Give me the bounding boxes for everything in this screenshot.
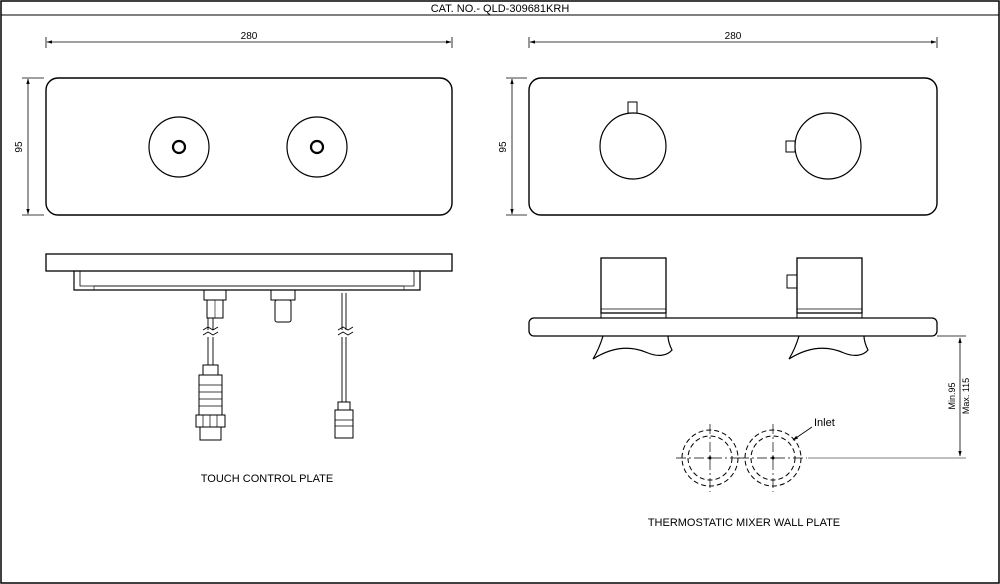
flow-knob [794,112,862,180]
touch-plate-backbox [73,271,421,291]
left-cable-plug [198,374,223,416]
temperature-knob-profile [600,257,667,314]
inlet-label: Inlet [814,417,835,429]
left-valve-body-break [592,335,673,360]
mixer-plate-front-view: 280 95 [498,31,938,216]
inlet-detail: Inlet [676,417,966,492]
left-connector-body [203,289,227,301]
right-width-dimension: 280 [725,31,742,42]
depth-dimension-min: Min.95 [947,382,957,409]
touch-plate-profile [45,253,453,272]
left-width-dimension: 280 [241,31,258,42]
touch-button-left-indicator [171,139,187,155]
left-cable-break-mark [202,326,219,336]
temperature-knob-lever [627,101,638,114]
touch-control-plate-caption: TOUCH CONTROL PLATE [201,473,333,485]
inlet-leader-line [792,426,813,441]
touch-button-right-indicator [309,139,325,155]
temperature-knob [599,112,667,180]
right-cable-break-mark [337,326,354,336]
right-height-dimension: 95 [498,141,509,153]
touch-plate-front-view: 280 95 [14,31,453,216]
right-cable-plug [334,409,354,439]
right-valve-body-break [788,335,869,360]
flow-knob-profile [796,257,863,314]
touch-plate-outline [45,77,453,216]
mixer-plate-side-view: Min.95 Max. 115 [528,257,971,457]
right-connector-body [270,289,296,301]
touch-button-right [286,116,348,178]
touch-plate-side-view [45,253,453,441]
left-height-dimension: 95 [14,141,25,153]
depth-dimension-max: Max. 115 [961,378,971,414]
flow-knob-lever [785,140,796,153]
touch-button-left [148,116,210,178]
catalog-number: CAT. NO.- QLD-309681KRH [431,3,570,15]
thermostatic-mixer-caption: THERMOSTATIC MIXER WALL PLATE [648,517,840,529]
mixer-plate-outline [528,77,938,216]
wall-plate-profile [528,317,938,337]
